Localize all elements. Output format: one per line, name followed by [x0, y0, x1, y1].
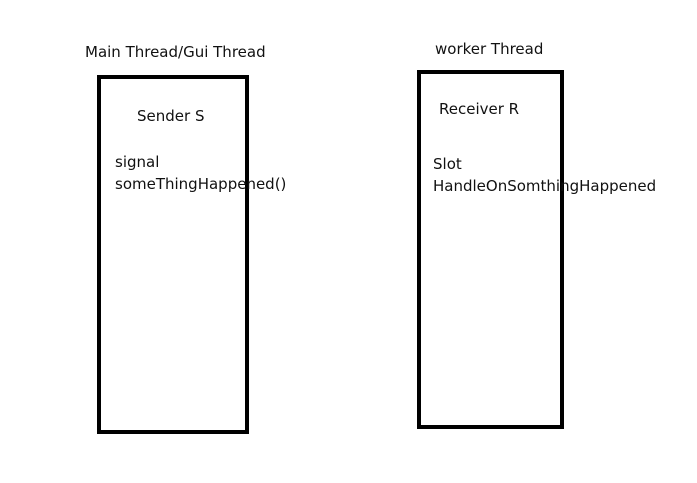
slot-name: HandleOnSomthingHappened — [433, 177, 657, 195]
sender-box — [97, 75, 249, 434]
sender-title: Sender S — [137, 107, 205, 125]
receiver-box — [417, 70, 564, 429]
receiver-title: Receiver R — [439, 100, 520, 118]
slot-label: Slot — [433, 155, 462, 173]
main-thread-heading: Main Thread/Gui Thread — [85, 43, 266, 61]
worker-thread-heading: worker Thread — [435, 40, 544, 58]
slot-text: Slot HandleOnSomthingHappened — [433, 153, 656, 197]
signal-label: signal — [115, 153, 160, 171]
signal-name: someThingHappened() — [115, 175, 287, 193]
signal-text: signal someThingHappened() — [115, 151, 286, 195]
